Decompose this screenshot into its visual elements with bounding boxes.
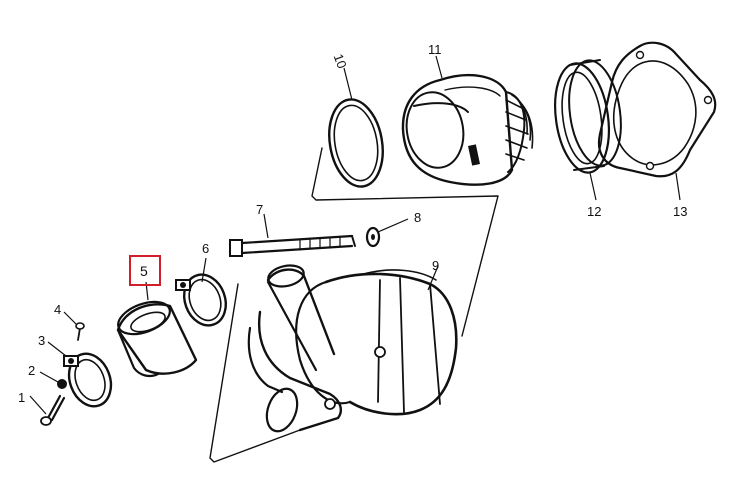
part-12-seal-ring — [554, 59, 622, 174]
part-1-bolt — [40, 394, 66, 426]
label-part-4: 4 — [54, 302, 61, 317]
part-4-small-screw — [75, 322, 85, 341]
part-3-clamp-ring — [63, 352, 113, 408]
label-part-7: 7 — [256, 202, 263, 217]
part-13-gasket — [597, 41, 717, 178]
part-10-o-ring — [328, 98, 384, 188]
part-11-cap-housing — [401, 73, 534, 186]
label-part-1: 1 — [18, 390, 25, 405]
leader-lines — [29, 55, 681, 415]
label-part-2: 2 — [28, 363, 35, 378]
part-9-pump-housing — [247, 264, 458, 433]
label-part-8: 8 — [414, 210, 421, 225]
label-part-13: 13 — [673, 204, 687, 219]
assembly-guide-line-lower — [209, 283, 301, 463]
part-8-washer — [365, 226, 381, 248]
part-7-long-bolt — [229, 234, 356, 257]
part-6-hose-clamp — [175, 273, 227, 327]
part-5-hose-sleeve — [116, 300, 198, 378]
label-part-11: 11 — [428, 42, 442, 57]
part-2-nut — [57, 379, 67, 389]
label-part-3: 3 — [38, 333, 45, 348]
label-part-12: 12 — [587, 204, 601, 219]
label-part-10: 10 — [331, 52, 350, 71]
label-part-5: 5 — [140, 263, 148, 279]
highlight-box — [129, 255, 161, 286]
label-part-6: 6 — [202, 241, 209, 256]
assembly-guide-line-upper — [311, 147, 499, 337]
label-part-9: 9 — [432, 258, 439, 273]
